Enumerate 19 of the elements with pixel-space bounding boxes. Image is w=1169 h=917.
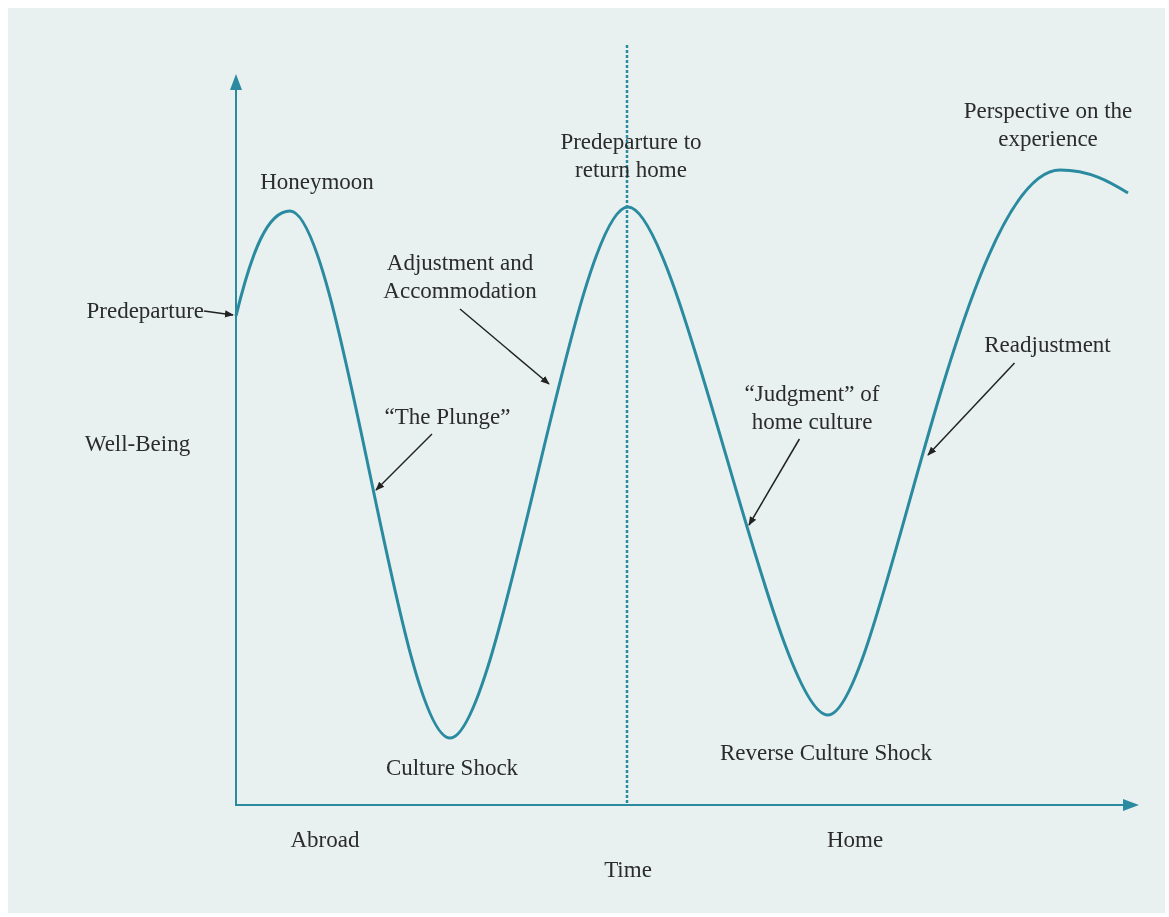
stage-label: Predeparture (56, 297, 204, 325)
leader-arrow (375, 433, 433, 491)
leader-arrow (459, 308, 550, 385)
leader-arrow (203, 310, 234, 318)
text-label: Perspective on the experience (963, 97, 1133, 153)
text-label: Predeparture to return home (559, 128, 703, 184)
stage-label: “Judgment” of home culture (722, 380, 902, 436)
leader-arrow (748, 438, 801, 526)
text-label: Well-Being (83, 430, 192, 458)
text-label: Reverse Culture Shock (718, 739, 934, 767)
stage-label: “The Plunge” (370, 403, 525, 431)
text-label: Abroad (289, 826, 361, 854)
text-label: Culture Shock (384, 754, 520, 782)
text-label: Home (825, 826, 885, 854)
stage-label: Adjustment and Accommodation (355, 249, 565, 305)
leader-arrow (927, 362, 1016, 456)
stage-label: Readjustment (965, 331, 1130, 359)
text-label: Time (603, 856, 653, 884)
text-label: Honeymoon (259, 168, 375, 196)
